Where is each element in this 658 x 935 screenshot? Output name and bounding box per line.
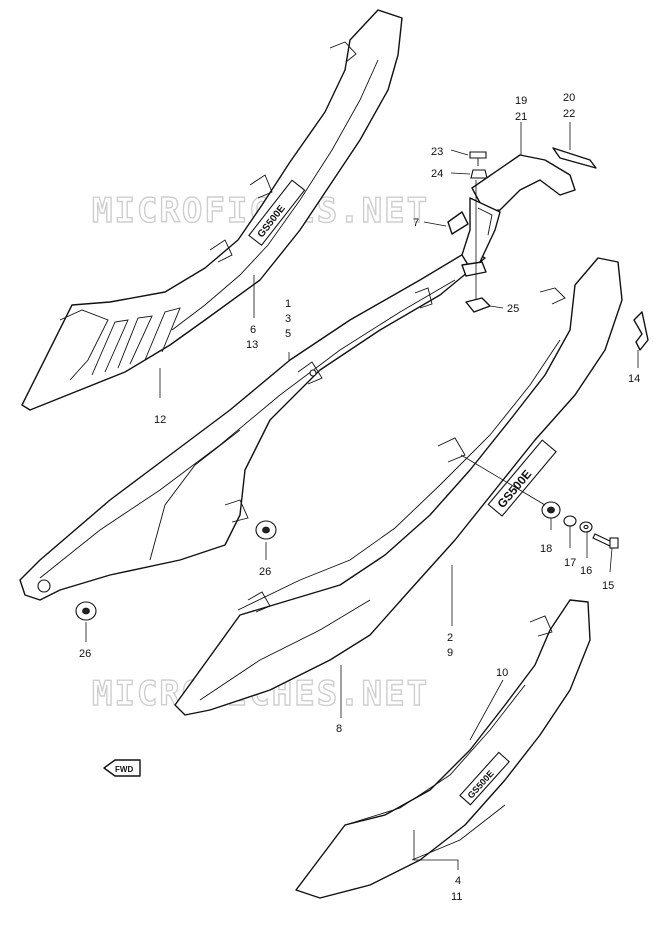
collar-part-17[interactable] [563,515,577,527]
rear-bracket-part-19[interactable] [461,154,576,277]
callout-24: 24 [431,168,443,180]
callout-15: 15 [602,580,614,592]
grommet-part-26-upper[interactable] [255,520,277,540]
callout-3: 3 [285,313,291,325]
callout-4: 4 [455,875,461,887]
leader-lines [85,122,639,870]
callout-10: 10 [496,667,508,679]
callout-14: 14 [628,373,640,385]
callout-17: 17 [564,557,576,569]
callout-12: 12 [154,414,166,426]
callout-6: 6 [250,324,256,336]
callout-19: 19 [515,95,527,107]
clip-part-7[interactable] [447,211,469,235]
washer-part-16[interactable] [579,521,593,533]
svg-text:FWD: FWD [115,765,133,774]
callout-25: 25 [507,303,519,315]
callout-16: 16 [580,565,592,577]
callout-26-upper: 26 [259,566,271,578]
callout-13: 13 [246,339,258,351]
callout-2: 2 [447,632,453,644]
callout-9: 9 [447,647,453,659]
callout-5: 5 [285,328,291,340]
nut-part-24[interactable] [470,169,488,179]
screw-part-23[interactable] [469,151,487,166]
clip-part-14[interactable] [633,311,649,351]
forward-direction-arrow: FWD [103,759,141,777]
callout-20: 20 [563,92,575,104]
frame-cover-part-1[interactable] [19,249,486,601]
bolt-part-15[interactable] [592,533,619,549]
callout-21: 21 [515,111,527,123]
callout-18: 18 [540,543,552,555]
callout-26-lower: 26 [79,648,91,660]
callout-7: 7 [413,217,419,229]
strip-part-20[interactable] [552,147,597,169]
callout-11: 11 [451,891,462,903]
side-cover-left-part-12[interactable]: GS500E [21,9,403,411]
callout-23: 23 [431,146,443,158]
callout-1: 1 [285,298,291,310]
callout-22: 22 [563,108,575,120]
clip-part-25[interactable] [465,297,491,313]
tail-cover-part-10[interactable]: GS500E [295,599,591,899]
callout-labels: 12 6 13 1 3 5 7 23 24 19 21 20 22 25 14 … [79,92,640,903]
callout-8: 8 [336,723,342,735]
grommet-part-26-lower[interactable] [75,601,97,621]
